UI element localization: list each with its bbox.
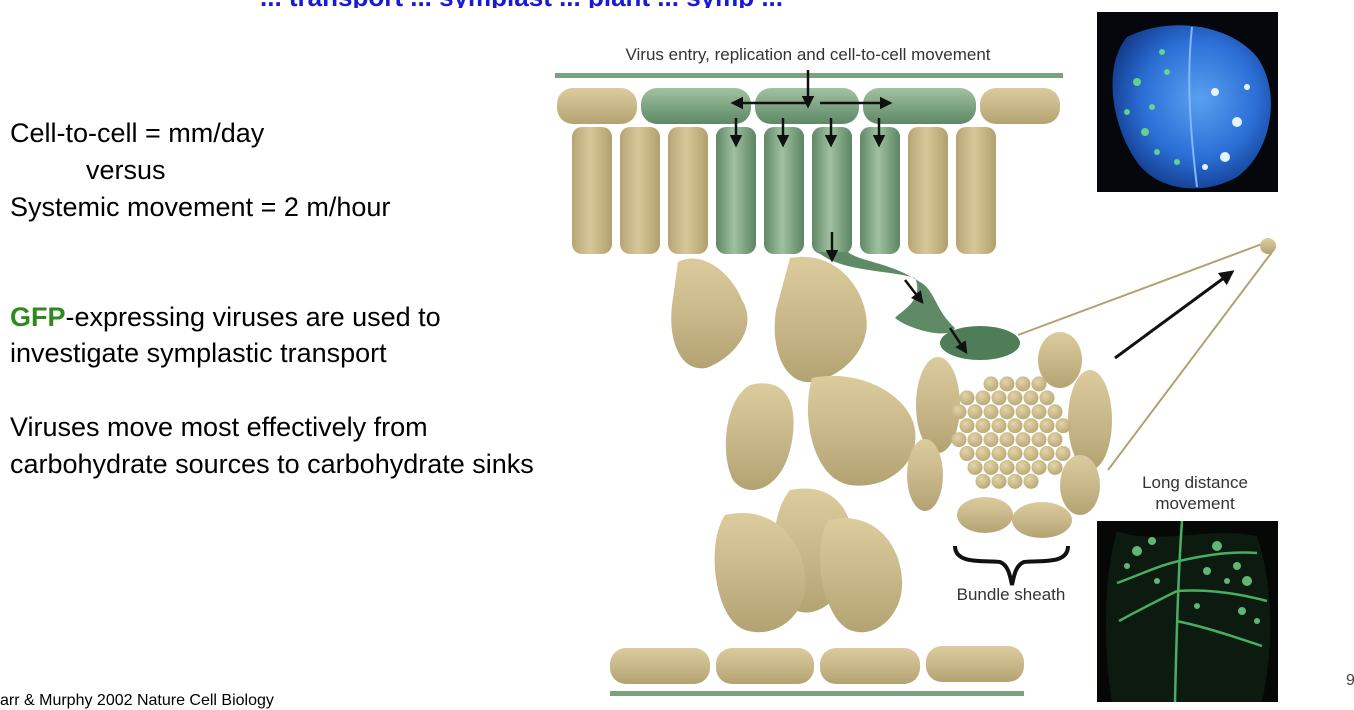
phloem-cell xyxy=(1047,432,1063,448)
phloem-cell xyxy=(1039,418,1055,434)
phloem-cell xyxy=(967,432,983,448)
phloem-cell xyxy=(1007,473,1023,489)
top-label: Virus entry, replication and cell-to-cel… xyxy=(625,45,990,64)
phloem-cell xyxy=(967,459,983,475)
phloem-cell xyxy=(1015,459,1031,475)
phloem-cell xyxy=(983,404,999,420)
phloem-cell xyxy=(975,446,991,462)
phloem-cell xyxy=(999,432,1015,448)
gfp-line-2: investigate symplastic transport xyxy=(10,338,387,368)
zoom-lines xyxy=(1017,243,1273,471)
long-distance-label-1: Long distance xyxy=(1142,473,1248,492)
phloem-cell xyxy=(1023,473,1039,489)
phloem-cell xyxy=(991,418,1007,434)
phloem-cell xyxy=(1031,404,1047,420)
phloem-cell xyxy=(991,473,1007,489)
speed-line-2: versus xyxy=(86,155,166,185)
phloem-cell xyxy=(983,432,999,448)
infected-epidermis-cell xyxy=(641,88,751,124)
lower-cuticle xyxy=(610,691,1024,696)
phloem-cell xyxy=(959,390,975,406)
phloem-cell xyxy=(959,446,975,462)
phloem-cell xyxy=(1047,404,1063,420)
phloem-cell xyxy=(975,390,991,406)
virus-line-2: carbohydrate sources to carbohydrate sin… xyxy=(10,449,534,479)
gfp-line-1: GFP-expressing viruses are used to xyxy=(10,298,441,336)
phloem-cell xyxy=(1015,404,1031,420)
phloem-cell xyxy=(1039,390,1055,406)
phloem-cell xyxy=(1007,446,1023,462)
phloem-cell xyxy=(1023,418,1039,434)
long-distance-label-2: movement xyxy=(1155,494,1235,513)
distant-sink-cell xyxy=(1260,238,1276,254)
phloem-cell xyxy=(991,446,1007,462)
virus-line-1: Viruses move most effectively from xyxy=(10,412,428,442)
phloem-cell xyxy=(1055,418,1071,434)
phloem-cell xyxy=(959,418,975,434)
phloem-cell xyxy=(1031,376,1047,392)
phloem-cell xyxy=(1039,446,1055,462)
speed-line-3: Systemic movement = 2 m/hour xyxy=(10,192,391,222)
lower-epidermis xyxy=(610,646,1024,684)
phloem-cell xyxy=(975,473,991,489)
bundle-sheath-brace xyxy=(953,545,1070,586)
gfp-line-1-rest: -expressing viruses are used to xyxy=(65,302,441,332)
bundle-sheath-label: Bundle sheath xyxy=(957,585,1066,604)
phloem-cell xyxy=(999,376,1015,392)
epidermis-cell xyxy=(980,88,1060,124)
palisade-layer xyxy=(572,127,996,254)
phloem-cell xyxy=(991,390,1007,406)
phloem-cell xyxy=(975,418,991,434)
phloem-cell xyxy=(1047,459,1063,475)
gfp-leaf-photo-bottom xyxy=(1097,521,1278,702)
phloem-cell xyxy=(1007,418,1023,434)
epidermis-cell xyxy=(557,88,637,124)
vascular-bundle xyxy=(907,332,1112,538)
movement-arrows xyxy=(729,70,1235,360)
phloem-cells xyxy=(951,376,1071,489)
citation: arr & Murphy 2002 Nature Cell Biology xyxy=(0,692,274,709)
speed-line-1: Cell-to-cell = mm/day xyxy=(10,118,265,148)
phloem-cell xyxy=(1015,432,1031,448)
phloem-cell xyxy=(1023,390,1039,406)
phloem-cell xyxy=(983,459,999,475)
phloem-cell xyxy=(999,459,1015,475)
phloem-cell xyxy=(1031,432,1047,448)
phloem-cell xyxy=(1055,446,1071,462)
gfp-leaf-photo-top xyxy=(1097,12,1278,192)
gfp-word: GFP xyxy=(10,302,66,332)
phloem-cell xyxy=(1031,459,1047,475)
phloem-cell xyxy=(951,432,967,448)
phloem-cell xyxy=(951,404,967,420)
spongy-mesophyll xyxy=(671,256,916,633)
phloem-cell xyxy=(1007,390,1023,406)
slide-title: ... transport ... symplast ... plant ...… xyxy=(260,0,1260,8)
phloem-cell xyxy=(1023,446,1039,462)
phloem-cell xyxy=(983,376,999,392)
phloem-cell xyxy=(1015,376,1031,392)
page-number: 9 xyxy=(1346,672,1354,689)
phloem-cell xyxy=(967,404,983,420)
phloem-cell xyxy=(999,404,1015,420)
infected-mesophyll-path xyxy=(818,252,955,334)
